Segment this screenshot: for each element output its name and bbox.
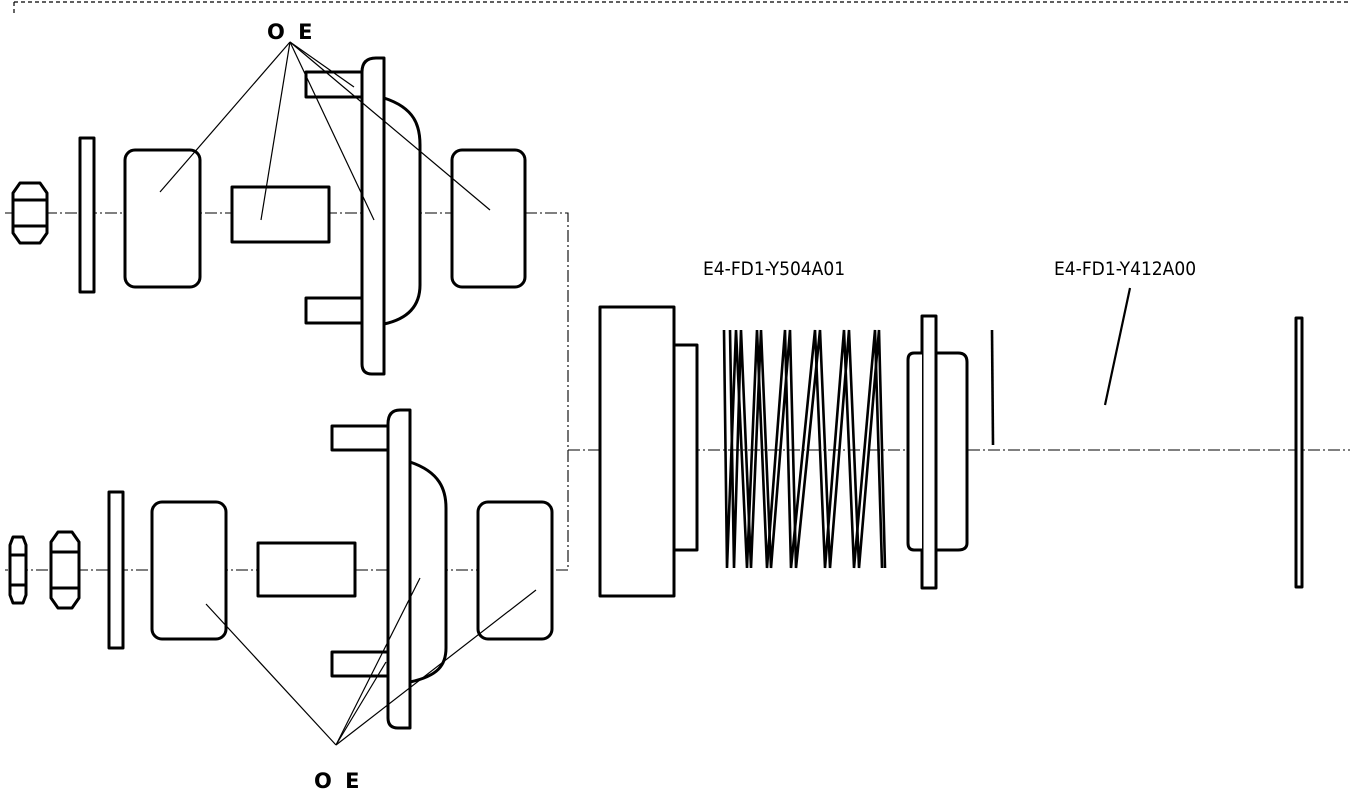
- lower-bushing-left: [150, 500, 228, 641]
- end-plate: [1294, 316, 1304, 589]
- lower-bushing-right: [476, 500, 554, 641]
- label-small-spring-part-number: E4-FD1-Y504A01: [703, 258, 845, 280]
- lower-assembly: [8, 408, 554, 730]
- spring-seat-collar: [672, 343, 699, 552]
- label-oe-top: O E: [267, 20, 316, 44]
- lower-jam-nut: [8, 535, 28, 605]
- spring-collar-flange: [920, 314, 938, 590]
- lower-dome: [408, 460, 448, 684]
- lower-washer: [107, 490, 125, 650]
- small-spring-inner: [728, 329, 887, 569]
- leader-lines: [159, 41, 1132, 746]
- leader-top-to-pin: [289, 41, 355, 88]
- label-large-spring-part-number: E4-FD1-Y412A00: [1054, 258, 1196, 280]
- leader-bottom-to-bushing-left: [205, 603, 337, 746]
- shock-assembly: [598, 305, 1304, 598]
- upper-assembly: [11, 56, 527, 376]
- lower-nut: [49, 530, 81, 610]
- leader-top-to-sleeve: [260, 41, 291, 221]
- large-spring: [990, 329, 995, 446]
- spring-collar-lip: [906, 351, 922, 552]
- upper-nut: [11, 181, 49, 245]
- leader-bottom-to-pin: [335, 661, 387, 746]
- label-oe-bottom: O E: [314, 769, 363, 793]
- lower-plate: [386, 408, 412, 730]
- upper-pin-bottom: [304, 296, 364, 325]
- spring-collar-body: [934, 351, 969, 552]
- lower-sleeve: [256, 541, 357, 598]
- spring-seat-cap: [598, 305, 676, 598]
- upper-plate: [360, 56, 386, 376]
- leader-top-to-plate: [289, 41, 375, 221]
- leader-bottom-to-plate: [335, 577, 421, 746]
- leader-large-spring: [1103, 287, 1132, 406]
- lower-pin-top: [330, 424, 390, 452]
- small-spring-outer: [722, 329, 884, 569]
- upper-washer: [78, 136, 96, 294]
- upper-sleeve: [230, 185, 331, 244]
- upper-bushing-left: [123, 148, 202, 289]
- upper-bushing-right: [450, 148, 527, 289]
- leader-top-to-bushing-right: [289, 41, 491, 211]
- leader-top-to-bushing-left: [159, 41, 291, 193]
- upper-pin-top: [304, 70, 364, 99]
- leader-bottom-to-bushing-right: [335, 589, 537, 746]
- upper-dome: [382, 96, 422, 326]
